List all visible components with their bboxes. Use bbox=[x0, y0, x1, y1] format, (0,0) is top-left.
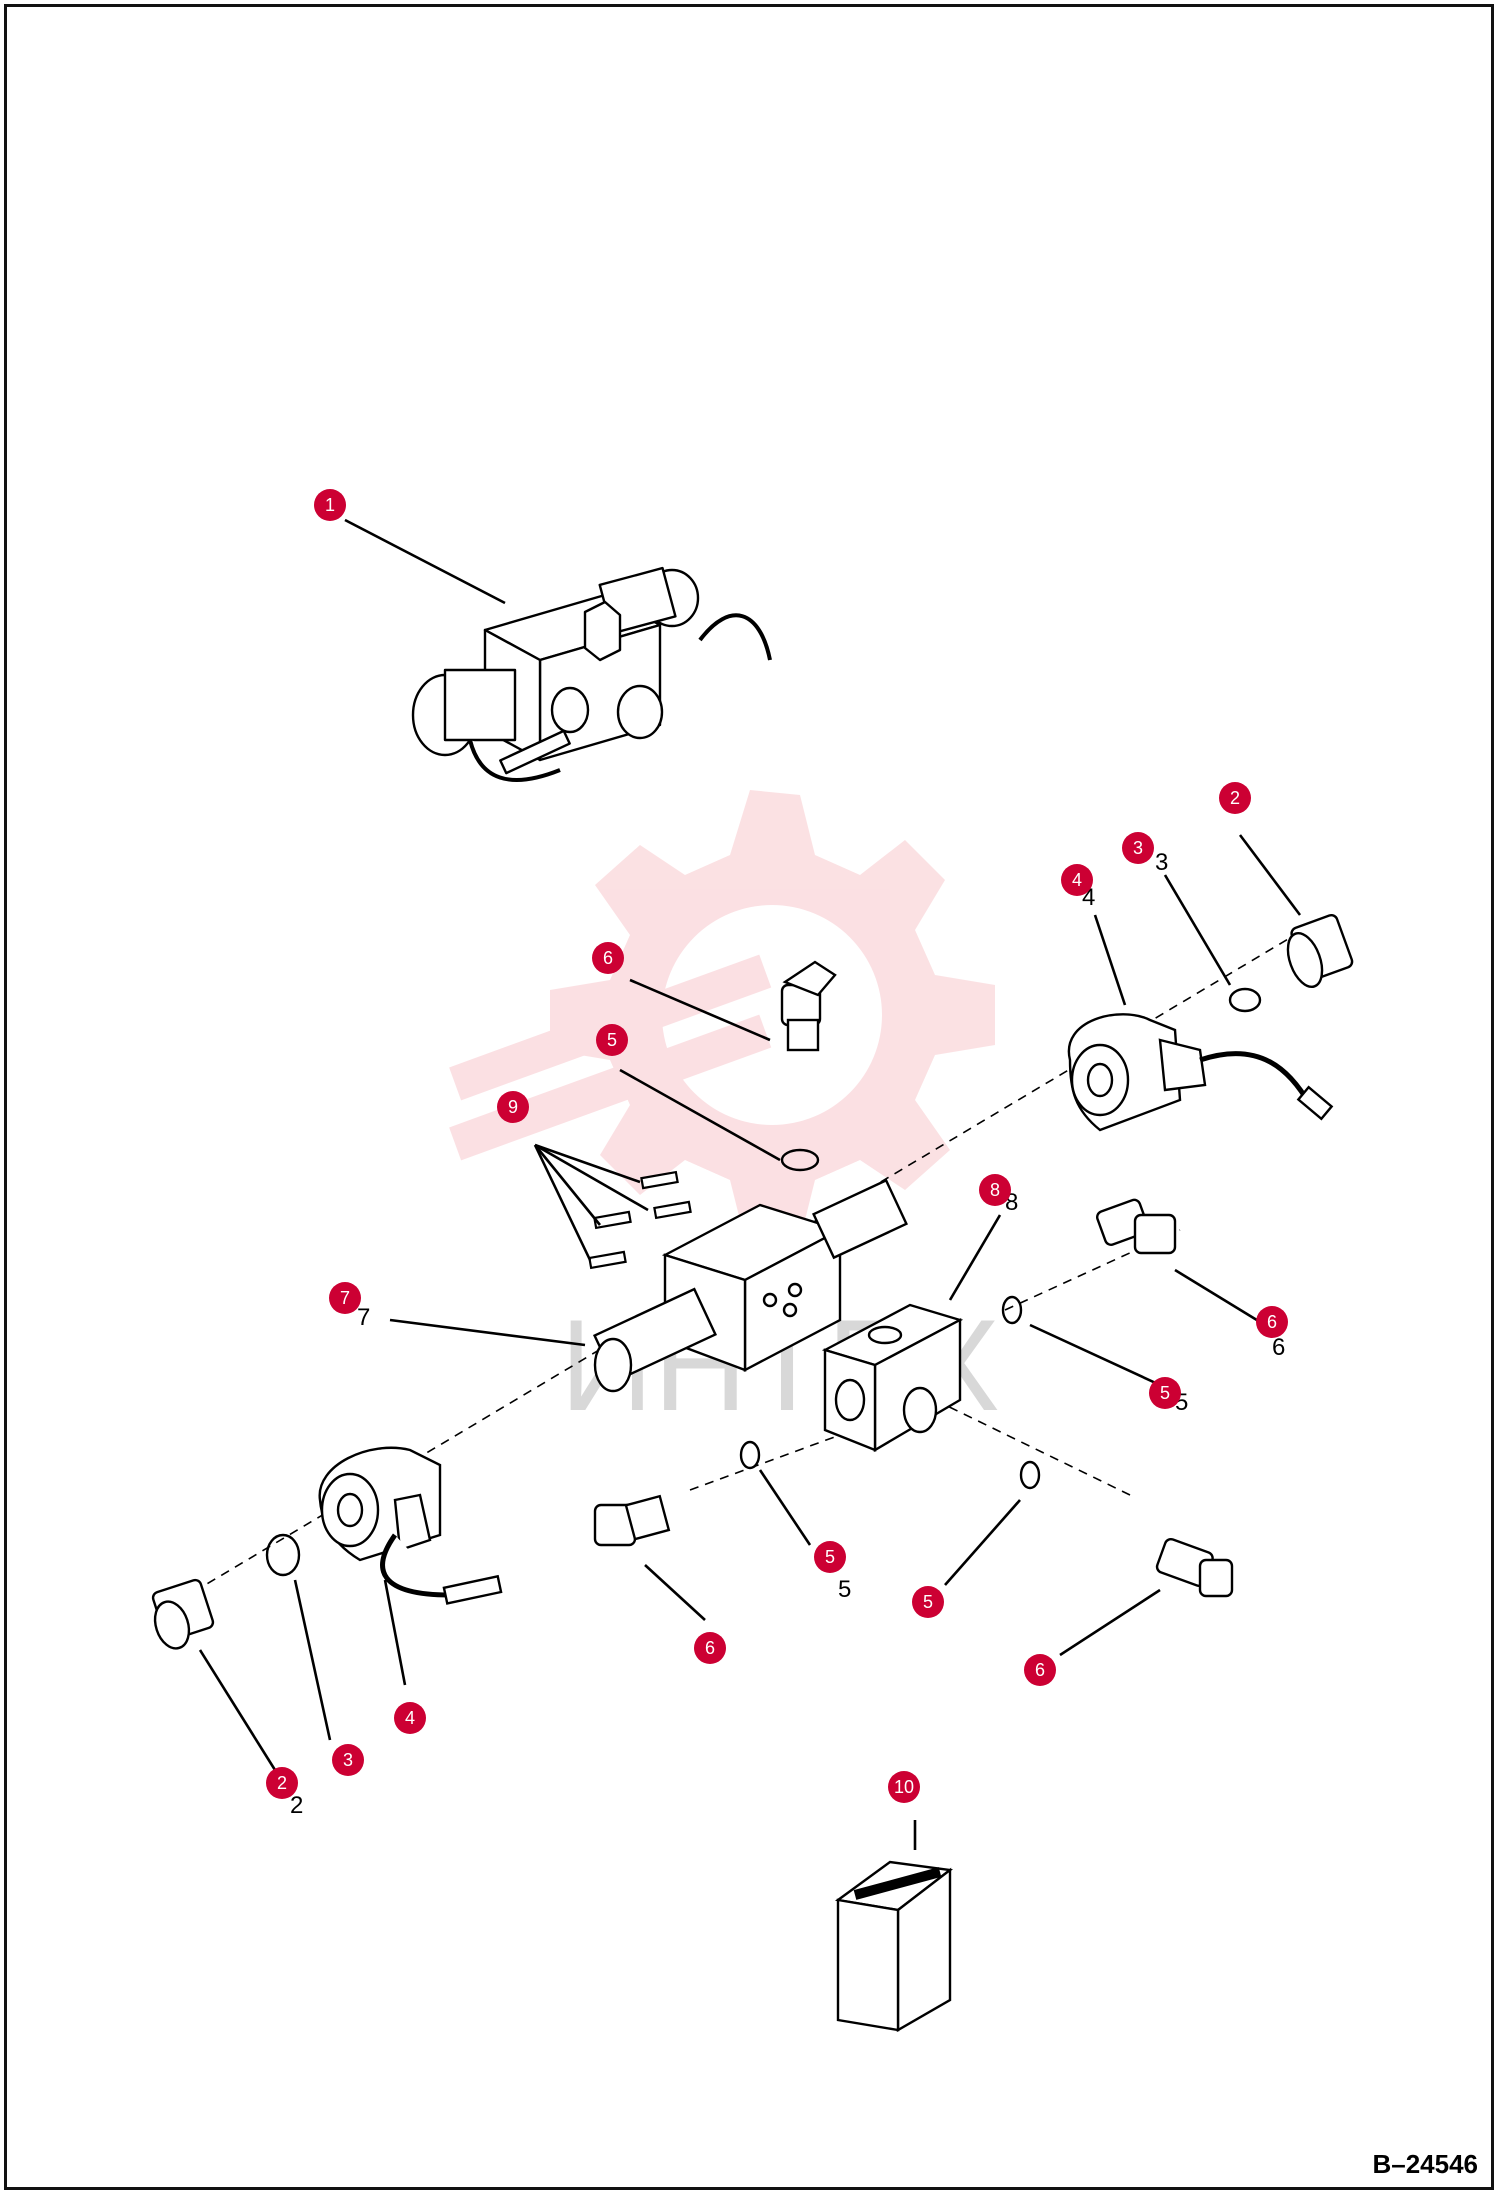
svg-text:2: 2 bbox=[1230, 788, 1240, 808]
o-ring-parts bbox=[265, 1295, 1041, 1577]
elbow-fitting-part bbox=[1096, 1198, 1177, 1255]
callout-4-lower[interactable]: 4 bbox=[394, 1702, 426, 1734]
svg-text:7: 7 bbox=[357, 1304, 370, 1331]
knurled-nut-part bbox=[1286, 913, 1354, 989]
callout-8[interactable]: 8 bbox=[979, 1174, 1011, 1206]
callout-2-top[interactable]: 2 bbox=[1219, 782, 1251, 814]
svg-text:6: 6 bbox=[1267, 1312, 1277, 1332]
svg-text:5: 5 bbox=[825, 1547, 835, 1567]
svg-text:1: 1 bbox=[325, 495, 335, 515]
svg-text:6: 6 bbox=[705, 1638, 715, 1658]
knurled-nut-part bbox=[151, 1578, 215, 1650]
svg-text:6: 6 bbox=[603, 948, 613, 968]
svg-text:5: 5 bbox=[607, 1030, 617, 1050]
svg-text:9: 9 bbox=[508, 1097, 518, 1117]
callout-3-lower[interactable]: 3 bbox=[332, 1744, 364, 1776]
callout-6-lower-right[interactable]: 6 bbox=[1024, 1654, 1056, 1686]
svg-text:10: 10 bbox=[894, 1777, 914, 1797]
svg-text:4: 4 bbox=[405, 1708, 415, 1728]
callout-6-upper[interactable]: 6 bbox=[592, 942, 624, 974]
callout-1[interactable]: 1 bbox=[314, 489, 346, 521]
figure-id-label: B–24546 bbox=[1372, 2149, 1478, 2179]
watermark-gear-icon bbox=[449, 790, 995, 1240]
callout-5-upper[interactable]: 5 bbox=[596, 1024, 628, 1056]
callout-2-lower[interactable]: 2 bbox=[266, 1767, 298, 1799]
svg-text:3: 3 bbox=[1155, 849, 1168, 876]
callout-4-top[interactable]: 4 bbox=[1061, 864, 1093, 896]
svg-text:5: 5 bbox=[923, 1592, 933, 1612]
drawing-frame bbox=[4, 4, 1494, 2190]
svg-text:8: 8 bbox=[990, 1180, 1000, 1200]
solenoid-coil-part bbox=[1067, 1013, 1334, 1132]
svg-text:5: 5 bbox=[838, 1576, 851, 1603]
callout-6-right[interactable]: 6 bbox=[1256, 1306, 1288, 1338]
o-ring-part bbox=[780, 1148, 820, 1172]
elbow-fitting-part bbox=[1155, 1537, 1234, 1598]
callout-10[interactable]: 10 bbox=[888, 1771, 920, 1803]
svg-text:7: 7 bbox=[340, 1288, 350, 1308]
svg-text:4: 4 bbox=[1072, 870, 1082, 890]
svg-text:6: 6 bbox=[1272, 1334, 1285, 1361]
callout-5-right[interactable]: 5 bbox=[1149, 1377, 1181, 1409]
callout-9[interactable]: 9 bbox=[497, 1091, 529, 1123]
callout-3-top[interactable]: 3 bbox=[1122, 832, 1154, 864]
elbow-fitting-part bbox=[593, 1494, 671, 1547]
elbow-fitting-part bbox=[780, 960, 837, 1052]
callout-markers: 1 2 3 4 6 5 9 8 7 6 5 5 5 6 6 4 3 2 10 bbox=[266, 489, 1288, 1803]
svg-text:5: 5 bbox=[1160, 1383, 1170, 1403]
callout-6-lower-left[interactable]: 6 bbox=[694, 1632, 726, 1664]
parts-kit-box-part bbox=[834, 1860, 954, 2033]
svg-text:2: 2 bbox=[290, 1792, 303, 1819]
svg-text:3: 3 bbox=[343, 1750, 353, 1770]
valve-body-part bbox=[592, 1178, 908, 1393]
svg-text:2: 2 bbox=[277, 1773, 287, 1793]
manifold-block-part bbox=[821, 1303, 964, 1453]
solenoid-coil-part bbox=[318, 1446, 503, 1605]
mounting-screw-parts bbox=[588, 1170, 692, 1270]
callout-leader-lines bbox=[198, 518, 1302, 1850]
valve-assembly-part bbox=[411, 566, 772, 782]
svg-text:6: 6 bbox=[1035, 1660, 1045, 1680]
o-ring-part bbox=[1228, 987, 1262, 1013]
svg-text:3: 3 bbox=[1133, 838, 1143, 858]
callout-5-lower-mid[interactable]: 5 bbox=[814, 1541, 846, 1573]
callout-7[interactable]: 7 bbox=[329, 1282, 361, 1314]
callout-5-lower-right[interactable]: 5 bbox=[912, 1586, 944, 1618]
